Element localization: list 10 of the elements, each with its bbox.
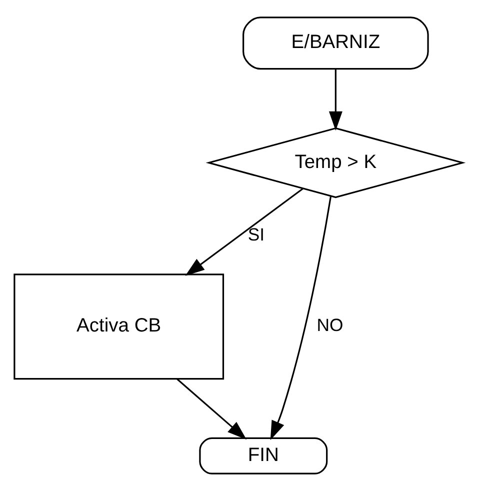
edge-label: NO — [316, 315, 344, 336]
node-diamond: Temp > K — [206, 127, 466, 198]
node-box: E/BARNIZ — [242, 16, 429, 70]
arrow — [176, 378, 247, 440]
node-box: Activa CB — [14, 274, 224, 380]
node-box: FIN — [199, 437, 328, 474]
arrow — [328, 68, 342, 131]
edge-label: SI — [248, 224, 265, 244]
arrow — [185, 188, 304, 276]
arrow — [270, 196, 332, 440]
